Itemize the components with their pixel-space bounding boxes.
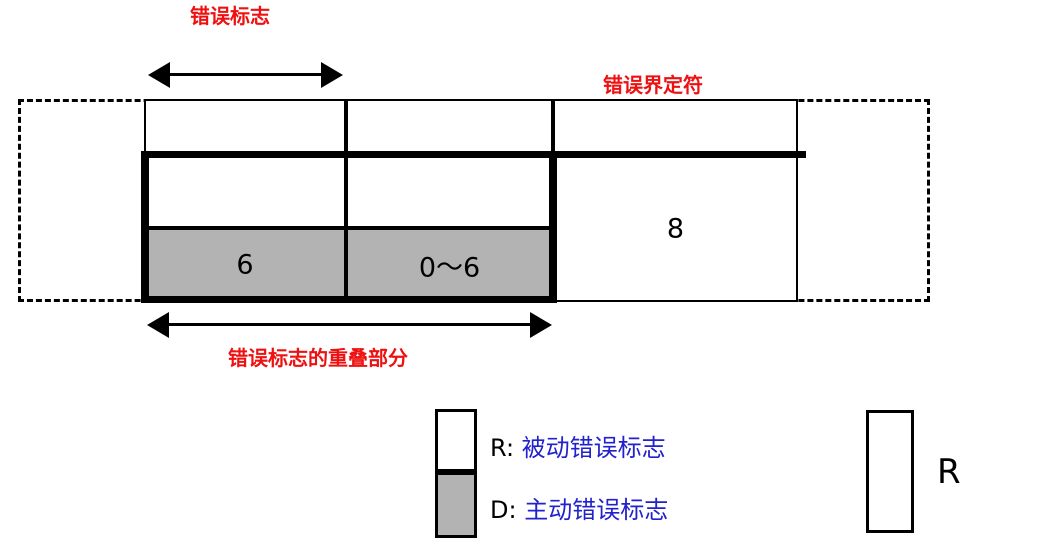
sample-label-R: R [937, 452, 961, 492]
heavy-rule-bottom [141, 296, 556, 303]
upper-cell-1 [144, 99, 346, 155]
heavy-rule-middle [549, 151, 557, 303]
upper-cell-3 [553, 99, 798, 155]
cell-error-delimiter: 8 [553, 155, 798, 302]
arrow-right-head-icon [530, 312, 552, 338]
legend-swatch-passive [435, 409, 477, 472]
heavy-rule-left [141, 151, 149, 303]
sample-box-passive [866, 410, 914, 533]
legend-desc-passive: 被动错误标志 [521, 434, 666, 462]
middle-cell-1 [144, 155, 346, 228]
cell-active-flag-left-value: 6 [236, 249, 254, 281]
heavy-rule-top [141, 151, 806, 158]
legend-key-active: D: [490, 496, 517, 524]
upper-cell-2 [346, 99, 553, 155]
legend-swatch-active [435, 472, 477, 538]
arrow-right-head-icon [321, 62, 343, 88]
middle-cell-2 [346, 155, 553, 228]
arrow-left-head-icon [147, 312, 169, 338]
cell-error-delimiter-value: 8 [666, 213, 685, 244]
legend-key-passive: R: [490, 434, 515, 462]
cell-active-flag-left: 6 [144, 228, 346, 302]
legend-item-passive: R: 被动错误标志 [490, 428, 666, 463]
label-error-flag: 错误标志 [190, 4, 270, 28]
arrow-left-head-icon [148, 62, 170, 88]
legend-desc-active: 主动错误标志 [524, 496, 669, 524]
arrow-shaft [168, 73, 323, 76]
label-error-delimiter: 错误界定符 [603, 73, 703, 97]
legend-item-active: D: 主动错误标志 [490, 490, 668, 525]
cell-active-flag-right-value: 0～6 [418, 252, 481, 284]
arrow-shaft [167, 323, 532, 326]
cell-active-flag-right: 0～6 [346, 228, 553, 302]
label-overlap-region: 错误标志的重叠部分 [228, 346, 408, 370]
